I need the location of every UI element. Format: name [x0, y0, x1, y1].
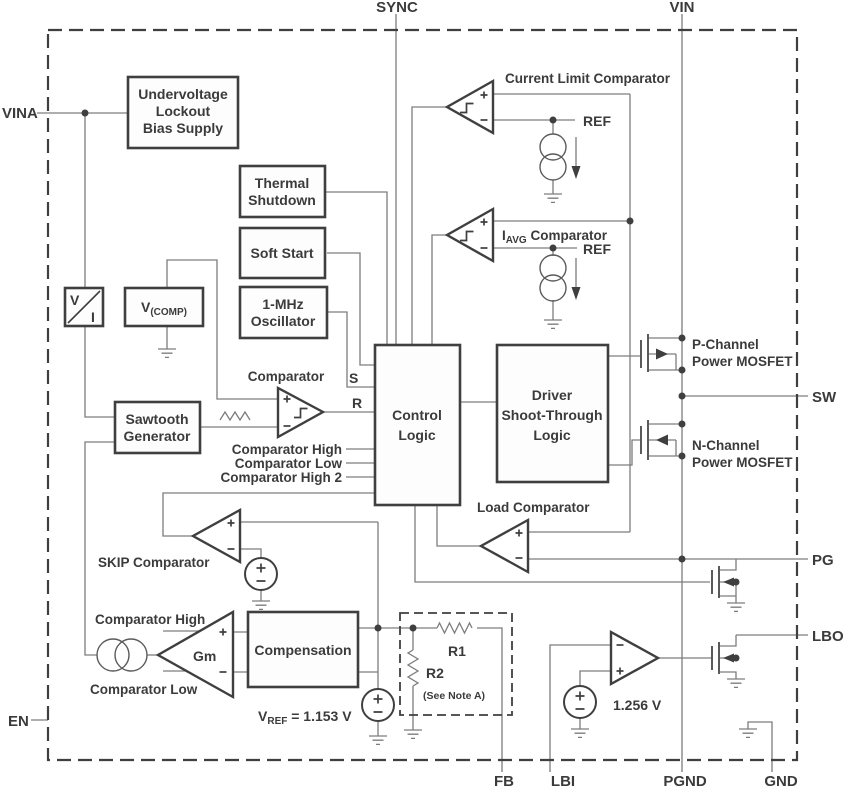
- resistor-r1: [436, 621, 473, 635]
- ref-label-cl: REF: [583, 113, 611, 129]
- current-limit-comparator-label: Current Limit Comparator: [505, 71, 671, 86]
- p-channel-mosfet: [640, 334, 668, 372]
- lbo-open-drain-mosfet: [711, 642, 734, 674]
- n-channel-mosfet: [640, 420, 668, 460]
- chip-boundary: [46, 28, 799, 762]
- control-label-2: Logic: [398, 427, 436, 443]
- skip-comparator: [190, 507, 242, 565]
- uvlo-label-2: Lockout: [156, 103, 211, 119]
- pin-vin: VIN: [669, 0, 694, 16]
- mosfet-arrow-icon: [656, 348, 668, 360]
- r2-label: R2: [426, 665, 444, 681]
- load-comparator-label: Load Comparator: [477, 500, 590, 515]
- uvlo-label-1: Undervoltage: [138, 86, 228, 102]
- lbo-threshold-label: 1.256 V: [613, 697, 662, 713]
- lbo-ref-source: [563, 685, 597, 719]
- oscillator-label-1: 1-MHz: [262, 296, 303, 312]
- ref-label-iavg: REF: [583, 241, 611, 257]
- driver-label-3: Logic: [533, 427, 571, 443]
- pin-en: EN: [8, 713, 29, 730]
- compensation-label: Compensation: [254, 642, 351, 658]
- skip-offset-source: [244, 557, 278, 591]
- pin-gnd: GND: [764, 773, 798, 789]
- pin-sync: SYNC: [376, 0, 418, 16]
- junction-dots: [81, 109, 740, 662]
- uvlo-block: Undervoltage Lockout Bias Supply: [126, 75, 240, 150]
- pin-pg: PG: [812, 552, 834, 569]
- n-mosfet-label-1: N-Channel: [692, 438, 760, 453]
- sawtooth-label-1: Sawtooth: [126, 411, 189, 427]
- current-limit-comparator: [444, 78, 495, 136]
- comparator-low-label: Comparator Low: [235, 456, 343, 471]
- p-mosfet-label-1: P-Channel: [692, 337, 759, 352]
- p-mosfet-label-2: Power MOSFET: [692, 354, 793, 369]
- oscillator-label-2: Oscillator: [251, 313, 316, 329]
- driver-block: Driver Shoot-Through Logic: [495, 343, 610, 484]
- iavg-comparator: [444, 206, 495, 264]
- driver-label-1: Driver: [532, 387, 573, 403]
- comparator-high-label: Comparator High: [232, 442, 342, 457]
- pwm-comparator: [276, 386, 326, 440]
- current-source-gm-bias: [96, 638, 148, 672]
- v-to-i-i: I: [91, 309, 95, 325]
- pg-open-drain-mosfet: [711, 566, 734, 598]
- iavg-comparator-label: IAVG Comparator: [502, 228, 608, 246]
- load-comparator: [478, 517, 530, 575]
- gm-comparator-high-label: Comparator High: [95, 612, 205, 627]
- soft-start-block: Soft Start: [238, 226, 327, 280]
- control-label-1: Control: [392, 407, 442, 423]
- uvlo-label-3: Bias Supply: [143, 120, 223, 136]
- thermal-label-2: Shutdown: [248, 192, 316, 208]
- pin-sw: SW: [812, 389, 837, 406]
- control-logic-block: Control Logic: [373, 343, 462, 507]
- pin-vina: VINA: [2, 105, 38, 122]
- skip-comparator-label: SKIP Comparator: [98, 555, 210, 570]
- thermal-label-1: Thermal: [255, 175, 309, 191]
- pin-lbo: LBO: [812, 628, 844, 645]
- pin-lbi: LBI: [551, 773, 575, 789]
- vref-source: [361, 688, 395, 722]
- oscillator-block: 1-MHz Oscillator: [238, 285, 329, 340]
- pwm-comparator-label: Comparator: [248, 369, 325, 384]
- r1-label: R1: [448, 643, 466, 659]
- gm-error-amplifier: Gm: [155, 609, 235, 700]
- external-divider-box: [399, 612, 513, 716]
- lbo-comparator: [609, 629, 661, 687]
- mosfet-arrow-icon: [723, 653, 734, 663]
- pin-fb: FB: [494, 773, 514, 789]
- comparator-high2-label: Comparator High 2: [220, 470, 342, 485]
- current-source-ref-iavg: [539, 254, 582, 302]
- r-input-label: R: [352, 395, 362, 411]
- sawtooth-wave-icon: [219, 410, 251, 422]
- sawtooth-generator-block: Sawtooth Generator: [113, 400, 202, 455]
- note-label: (See Note A): [423, 690, 485, 702]
- vcomp-label: V(COMP): [141, 299, 187, 318]
- n-mosfet-label-2: Power MOSFET: [692, 455, 793, 470]
- s-input-label: S: [349, 370, 358, 386]
- sawtooth-label-2: Generator: [124, 428, 191, 444]
- gm-label: Gm: [193, 648, 216, 664]
- current-source-ref-cl: [539, 133, 582, 181]
- mosfet-arrow-icon: [656, 434, 668, 446]
- gm-comparator-low-label: Comparator Low: [90, 682, 198, 697]
- vref-value-label: VREF = 1.153 V: [258, 708, 352, 727]
- v-to-i-v: V: [70, 292, 80, 308]
- soft-start-label: Soft Start: [251, 245, 314, 261]
- driver-label-2: Shoot-Through: [501, 407, 602, 423]
- v-to-i-block: V I: [63, 286, 105, 328]
- vcomp-block: V(COMP): [123, 286, 205, 328]
- thermal-shutdown-block: Thermal Shutdown: [238, 164, 327, 219]
- pin-pgnd: PGND: [663, 773, 707, 789]
- mosfet-arrow-icon: [723, 577, 734, 587]
- resistor-r2: [406, 649, 420, 687]
- compensation-block: Compensation: [246, 610, 360, 689]
